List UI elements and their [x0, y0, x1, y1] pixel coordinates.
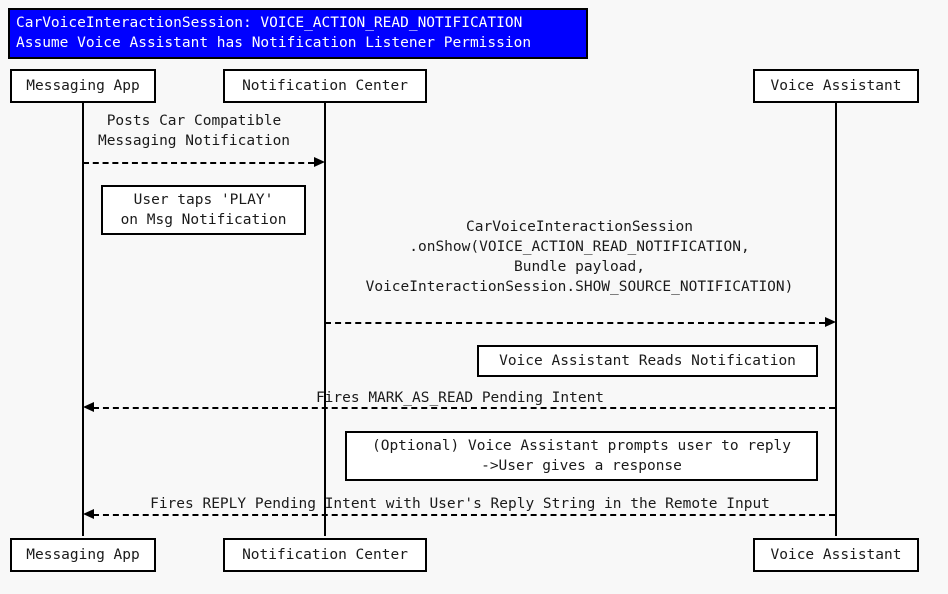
note-user-taps-play: User taps 'PLAY' on Msg Notification: [101, 185, 306, 235]
message-line-reply-intent: [93, 514, 835, 516]
diagram-title-line-2: Assume Voice Assistant has Notification …: [16, 35, 532, 51]
arrow-head-left-icon: [83, 509, 94, 519]
participant-header-notification-center[interactable]: Notification Center: [223, 69, 427, 103]
message-label-reply-intent: Fires REPLY Pending Intent with User's R…: [150, 496, 770, 512]
message-line-mark-as-read: [93, 407, 835, 409]
diagram-title-line-1: CarVoiceInteractionSession: VOICE_ACTION…: [16, 15, 523, 31]
lifeline-messaging-app: [82, 102, 84, 536]
note-line-1: Voice Assistant Reads Notification: [499, 353, 796, 369]
lifeline-notification-center: [324, 102, 326, 536]
arrow-head-left-icon: [83, 402, 94, 412]
note-assistant-reads: Voice Assistant Reads Notification: [477, 345, 818, 377]
arrow-head-right-icon: [825, 317, 836, 327]
participant-header-voice-assistant[interactable]: Voice Assistant: [753, 69, 919, 103]
message-line-posts-notification: [83, 162, 314, 164]
message-line-on-show: [325, 322, 825, 324]
diagram-title-box: CarVoiceInteractionSession: VOICE_ACTION…: [8, 8, 588, 59]
participant-footer-messaging-app[interactable]: Messaging App: [10, 538, 156, 572]
arrow-head-right-icon: [314, 157, 325, 167]
participant-footer-voice-assistant[interactable]: Voice Assistant: [753, 538, 919, 572]
note-line-2: ->User gives a response: [481, 458, 682, 474]
message-label-on-show: CarVoiceInteractionSession .onShow(VOICE…: [365, 219, 794, 295]
participant-footer-notification-center[interactable]: Notification Center: [223, 538, 427, 572]
participant-header-messaging-app[interactable]: Messaging App: [10, 69, 156, 103]
message-label-mark-as-read: Fires MARK_AS_READ Pending Intent: [315, 390, 605, 406]
message-label-posts-notification: Posts Car Compatible Messaging Notificat…: [97, 113, 291, 149]
note-line-2: on Msg Notification: [120, 212, 287, 228]
note-line-1: User taps 'PLAY': [133, 192, 274, 208]
note-line-1: (Optional) Voice Assistant prompts user …: [371, 438, 792, 454]
note-optional-prompt: (Optional) Voice Assistant prompts user …: [345, 431, 818, 481]
lifeline-voice-assistant: [835, 102, 837, 536]
